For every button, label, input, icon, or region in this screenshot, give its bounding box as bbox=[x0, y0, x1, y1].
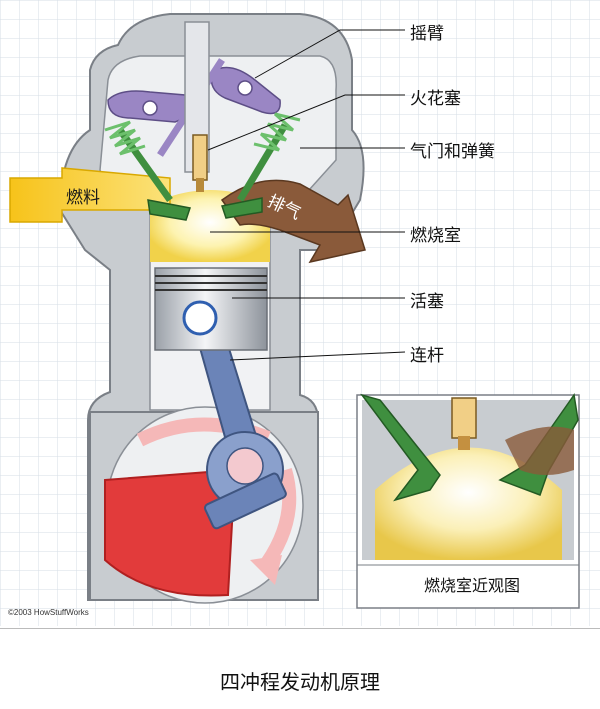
engine-diagram bbox=[0, 0, 600, 626]
exhaust-spring bbox=[253, 112, 301, 152]
head-cavity bbox=[99, 55, 337, 201]
label-spark-plug: 火花塞 bbox=[410, 89, 461, 109]
label-combustion-chamber: 燃烧室 bbox=[410, 226, 461, 246]
credit-text: ©2003 HowStuffWorks bbox=[8, 608, 89, 617]
rotation-arrowhead bbox=[250, 555, 282, 585]
label-piston: 活塞 bbox=[410, 292, 444, 312]
divider-line bbox=[0, 628, 600, 629]
inset-left-valve bbox=[360, 393, 441, 502]
leader-rod bbox=[229, 351, 406, 361]
crank-counterweight bbox=[104, 468, 237, 597]
crank-pin bbox=[226, 447, 264, 485]
label-connecting-rod: 连杆 bbox=[410, 346, 444, 366]
inset-spark-plug bbox=[451, 397, 477, 439]
intake-spring bbox=[104, 120, 146, 156]
leader-rocker bbox=[254, 29, 405, 79]
leader-spark-plug bbox=[207, 94, 405, 151]
rocker-pivot-right bbox=[237, 80, 253, 96]
inset-spark-tip bbox=[458, 436, 470, 450]
fuel-arrow-label: 燃料 bbox=[66, 188, 100, 208]
intake-valve-head bbox=[147, 199, 191, 221]
inset-exhaust-glow bbox=[505, 426, 574, 475]
rocker-pivot-left bbox=[142, 100, 158, 116]
spark-plug-body bbox=[192, 134, 208, 181]
inset-label: 燃烧室近观图 bbox=[423, 576, 520, 595]
spark-plug-tip bbox=[196, 178, 204, 192]
label-valve-spring: 气门和弹簧 bbox=[410, 142, 495, 162]
exhaust-valve-head bbox=[221, 197, 263, 219]
rod-cap bbox=[203, 472, 287, 530]
wrist-pin bbox=[182, 300, 218, 336]
caption-title: 四冲程发动机原理 bbox=[220, 670, 380, 694]
label-rocker-arm: 摇臂 bbox=[410, 24, 444, 44]
